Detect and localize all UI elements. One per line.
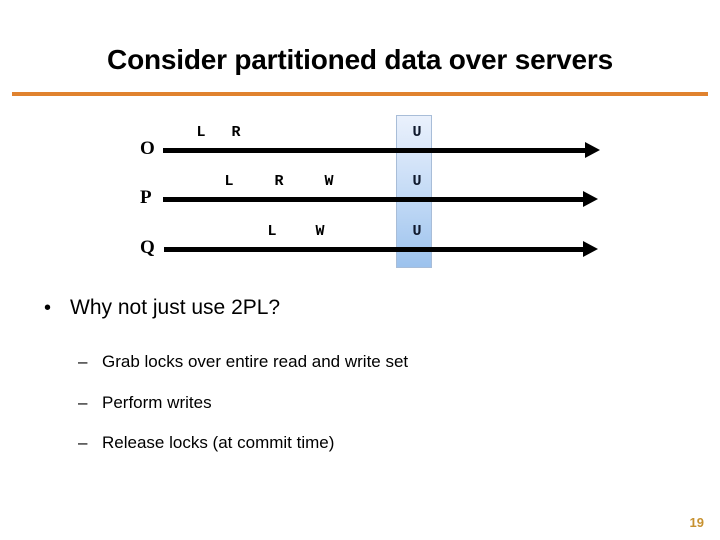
timeline-axis-p [163, 197, 583, 202]
op-label-o-read: R [231, 124, 241, 141]
sub-bullet-text: Perform writes [102, 392, 212, 412]
timeline-axis-q [164, 247, 583, 252]
server-label-p: P [140, 187, 152, 208]
title-divider [12, 92, 708, 96]
spacer [0, 373, 720, 393]
server-timeline-row: O L R U [0, 125, 720, 175]
bullet-text: Why not just use 2PL? [70, 296, 281, 319]
op-label-p-read: R [274, 173, 284, 190]
sub-bullet-grab-locks: –Grab locks over entire read and write s… [78, 352, 720, 372]
sub-bullet-perform-writes: –Perform writes [78, 393, 720, 413]
op-label-o-unlock: U [412, 124, 422, 141]
page-number: 19 [689, 515, 704, 530]
timeline-arrow-icon [585, 142, 600, 158]
page-title: Consider partitioned data over servers [107, 44, 613, 75]
server-label-q: Q [140, 237, 155, 258]
op-label-p-unlock: U [412, 173, 422, 190]
dash-marker-icon: – [78, 352, 88, 372]
bullet-marker-icon: • [44, 297, 52, 319]
partitioned-data-diagram: O L R U P L R W U Q L W U [0, 105, 720, 280]
op-label-q-write: W [315, 223, 325, 240]
op-label-q-unlock: U [412, 223, 422, 240]
op-label-q-lock: L [267, 223, 277, 240]
dash-marker-icon: – [78, 392, 88, 412]
timeline-arrow-icon [583, 241, 598, 257]
server-timeline-row: Q L W U [0, 224, 720, 274]
sub-bullet-text: Grab locks over entire read and write se… [102, 352, 409, 372]
spacer [0, 413, 720, 433]
timeline-axis-o [163, 148, 585, 153]
op-label-p-write: W [324, 173, 334, 190]
spacer [0, 320, 720, 352]
dash-marker-icon: – [78, 432, 88, 452]
op-label-p-lock: L [224, 173, 234, 190]
sub-bullet-text: Release locks (at commit time) [102, 432, 335, 452]
sub-bullet-release-locks: –Release locks (at commit time) [78, 433, 720, 453]
op-label-o-lock: L [196, 124, 206, 141]
server-timeline-row: P L R W U [0, 174, 720, 224]
commit-highlight-band [396, 115, 432, 268]
timeline-arrow-icon [583, 191, 598, 207]
slide-body: •Why not just use 2PL? –Grab locks over … [0, 295, 720, 453]
server-label-o: O [140, 138, 155, 159]
bullet-why-not-2pl: • Why not just use 2PL? [44, 295, 720, 320]
